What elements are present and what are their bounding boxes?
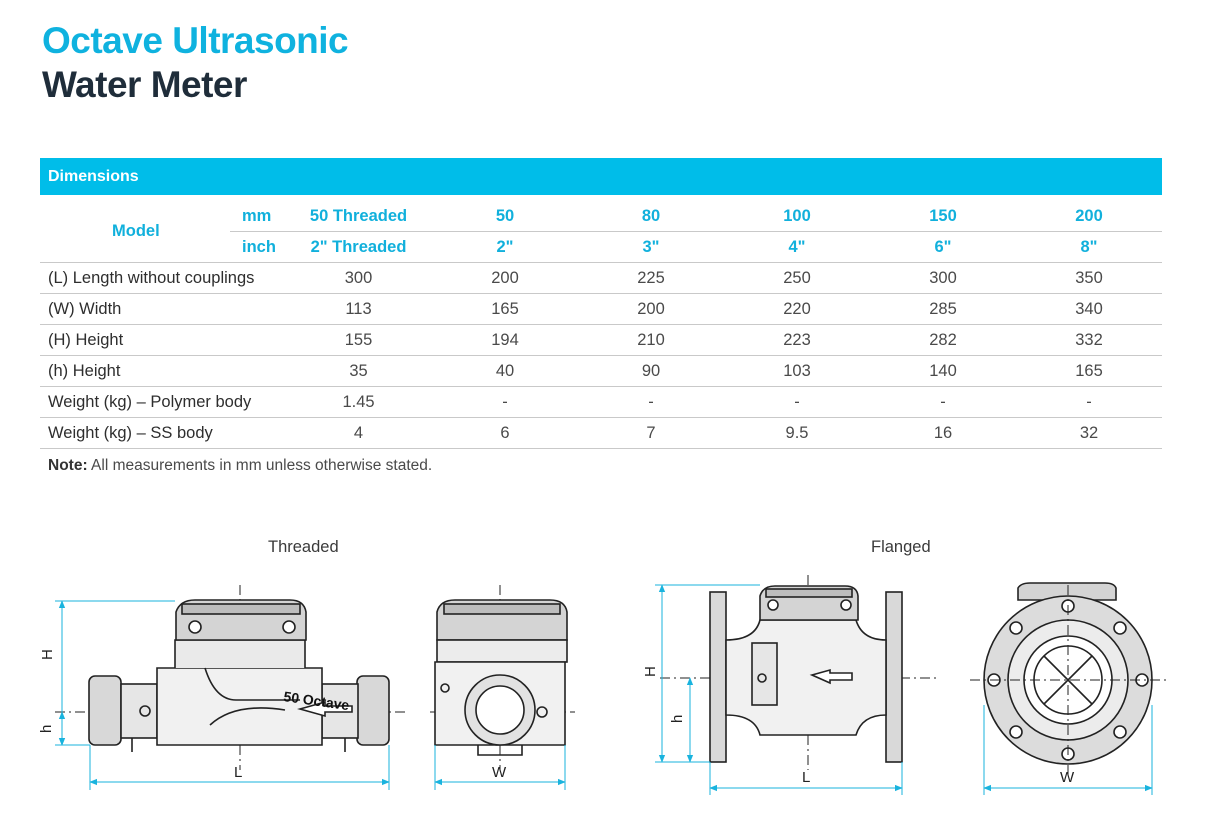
threaded-side-view	[55, 585, 405, 770]
threaded-front-dimensions	[434, 745, 566, 790]
flanged-dimensions	[655, 584, 903, 795]
table-cell: 210	[578, 324, 724, 356]
table-cell: -	[1016, 386, 1162, 418]
row-label: (H) Height	[40, 324, 285, 356]
model-inch: 2"	[432, 231, 578, 263]
table-cell: 140	[870, 355, 1016, 387]
flanged-side-view	[660, 575, 940, 770]
table-cell: 223	[724, 324, 870, 356]
dimensions-table: Model mm 50 Threaded 50 80 100 150 200 i…	[40, 201, 1162, 449]
model-inch: 4"	[724, 231, 870, 263]
table-cell: 35	[285, 355, 432, 387]
dim-h-threaded: h	[38, 725, 55, 733]
flanged-front-dimensions	[983, 705, 1153, 795]
row-label: (L) Length without couplings	[40, 262, 285, 294]
unit-mm: mm	[230, 201, 285, 232]
title-line-2: Water Meter	[42, 64, 247, 105]
model-mm: 200	[1016, 201, 1162, 232]
dim-L-flanged: L	[802, 769, 810, 786]
threaded-front-view	[430, 585, 575, 770]
model-inch: 2" Threaded	[285, 231, 432, 263]
table-cell: 6	[432, 417, 578, 449]
table-row: (W) Width 113 165 200 220 285 340	[40, 293, 1162, 325]
table-cell: -	[578, 386, 724, 418]
model-inch: 6"	[870, 231, 1016, 263]
table-cell: -	[870, 386, 1016, 418]
table-cell: 200	[432, 262, 578, 294]
table-cell: 7	[578, 417, 724, 449]
dim-h-flanged: h	[669, 715, 686, 723]
table-row: Weight (kg) – Polymer body 1.45 - - - - …	[40, 386, 1162, 418]
table-cell: 165	[432, 293, 578, 325]
dimensions-section-bar: Dimensions	[40, 158, 1162, 195]
table-cell: -	[432, 386, 578, 418]
table-cell: 300	[870, 262, 1016, 294]
table-cell: 282	[870, 324, 1016, 356]
table-cell: 220	[724, 293, 870, 325]
model-mm: 50 Threaded	[285, 201, 432, 232]
table-cell: 165	[1016, 355, 1162, 387]
table-cell: 113	[285, 293, 432, 325]
table-cell: 40	[432, 355, 578, 387]
header-row-mm: Model mm 50 Threaded 50 80 100 150 200	[40, 201, 1162, 263]
table-cell: 332	[1016, 324, 1162, 356]
table-cell: 155	[285, 324, 432, 356]
model-mm: 80	[578, 201, 724, 232]
table-row: Weight (kg) – SS body 4 6 7 9.5 16 32	[40, 417, 1162, 449]
table-cell: 4	[285, 417, 432, 449]
model-mm: 150	[870, 201, 1016, 232]
header-row-inch: inch 2" Threaded 2" 3" 4" 6" 8"	[40, 231, 1162, 263]
dim-W-flanged: W	[1060, 769, 1075, 786]
dim-H-threaded: H	[39, 649, 56, 660]
dim-W-threaded: W	[492, 764, 507, 781]
dim-L-threaded: L	[234, 764, 242, 781]
row-label: Weight (kg) – SS body	[40, 417, 285, 449]
note: Note: All measurements in mm unless othe…	[48, 457, 432, 475]
table-cell: 1.45	[285, 386, 432, 418]
row-label: Weight (kg) – Polymer body	[40, 386, 285, 418]
table-row: (H) Height 155 194 210 223 282 332	[40, 324, 1162, 356]
model-label: Model	[40, 201, 230, 263]
threaded-dimensions	[55, 600, 390, 790]
table-row: (L) Length without couplings 300 200 225…	[40, 262, 1162, 294]
flanged-front-view	[970, 582, 1168, 775]
table-cell: 16	[870, 417, 1016, 449]
row-label: (h) Height	[40, 355, 285, 387]
table-cell: 9.5	[724, 417, 870, 449]
table-cell: 194	[432, 324, 578, 356]
note-label: Note:	[48, 457, 88, 474]
note-text: All measurements in mm unless otherwise …	[87, 457, 433, 474]
table-cell: 250	[724, 262, 870, 294]
row-label: (W) Width	[40, 293, 285, 325]
table-row: (h) Height 35 40 90 103 140 165	[40, 355, 1162, 387]
title-line-1: Octave Ultrasonic	[42, 20, 349, 61]
model-mm: 50	[432, 201, 578, 232]
table-cell: 32	[1016, 417, 1162, 449]
table-cell: 340	[1016, 293, 1162, 325]
model-mm: 100	[724, 201, 870, 232]
table-cell: 103	[724, 355, 870, 387]
threaded-caption: Threaded	[268, 538, 339, 556]
table-cell: 285	[870, 293, 1016, 325]
dim-H-flanged: H	[642, 666, 659, 677]
table-cell: 225	[578, 262, 724, 294]
table-cell: 350	[1016, 262, 1162, 294]
model-inch: 8"	[1016, 231, 1162, 263]
table-cell: 200	[578, 293, 724, 325]
unit-inch: inch	[230, 231, 285, 263]
table-cell: -	[724, 386, 870, 418]
flanged-caption: Flanged	[871, 538, 931, 556]
table-cell: 90	[578, 355, 724, 387]
table-cell: 300	[285, 262, 432, 294]
section-label: Dimensions	[48, 168, 139, 185]
model-inch: 3"	[578, 231, 724, 263]
